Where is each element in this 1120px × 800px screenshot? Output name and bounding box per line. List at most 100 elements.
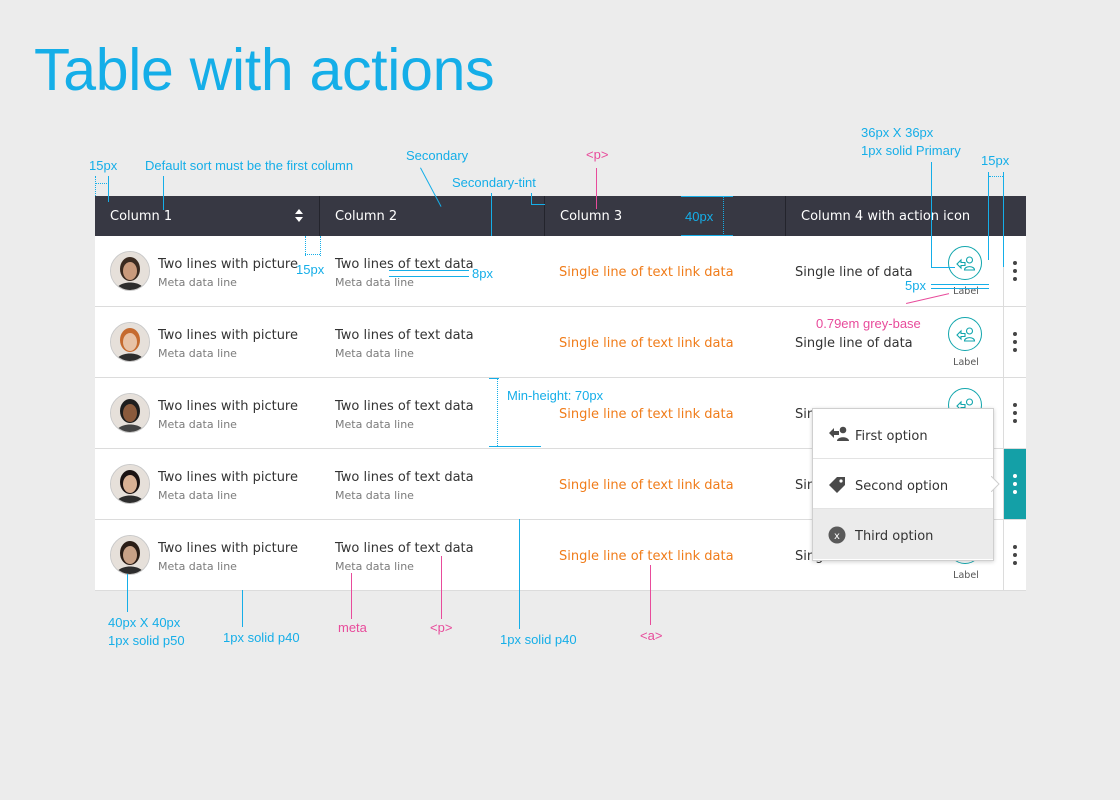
annotation-leader: [127, 574, 128, 612]
row-actions-menu: First option Second option x Third optio…: [812, 408, 994, 561]
avatar: [110, 393, 150, 433]
meta-text: Meta data line: [335, 276, 414, 289]
menu-item-second-option[interactable]: Second option: [813, 459, 993, 509]
annotation-leader: [519, 519, 520, 629]
primary-text: Two lines with picture: [158, 399, 298, 414]
avatar: [110, 251, 150, 291]
cell-more: [1004, 307, 1026, 377]
annotation-leader: [489, 378, 499, 379]
share-user-action-button[interactable]: [948, 246, 982, 280]
annotation-dim-line: [95, 176, 96, 196]
cell-column-2: Two lines of text data Meta data line: [320, 378, 545, 448]
table-header: Column 1 Column 2 Column 3 Column 4 with…: [95, 196, 1026, 236]
annotation-leader: [988, 172, 989, 260]
cell-column-3: Single line of text link data: [545, 236, 785, 306]
menu-item-first-option[interactable]: First option: [813, 409, 993, 459]
annotation-leader: [389, 270, 469, 271]
primary-text: Two lines of text data: [335, 470, 474, 485]
annotation-leader: [489, 446, 541, 447]
annotation-leader: [931, 284, 989, 285]
primary-text: Two lines of text data: [335, 257, 474, 272]
tag-icon: [828, 476, 846, 498]
annotation-1px-solid-primary: 1px solid Primary: [861, 143, 961, 158]
annotation-leader: [531, 204, 545, 205]
avatar: [110, 464, 150, 504]
meta-text: Meta data line: [158, 418, 237, 431]
table-row[interactable]: Two lines with picture Meta data line Tw…: [95, 307, 1026, 378]
menu-item-label: Second option: [855, 479, 949, 494]
menu-item-label: First option: [855, 429, 928, 444]
cell-column-1: Two lines with picture Meta data line: [95, 449, 320, 519]
single-line-text: Single line of data: [795, 336, 913, 351]
annotation-leader: [242, 590, 243, 627]
annotation-40px-header: 40px: [685, 209, 714, 224]
meta-text: Meta data line: [335, 347, 414, 360]
cell-column-2: Two lines of text data Meta data line: [320, 307, 545, 377]
primary-text: Two lines with picture: [158, 470, 298, 485]
primary-text: Two lines of text data: [335, 399, 474, 414]
single-line-text: Single line of data: [795, 265, 913, 280]
meta-text: Meta data line: [158, 276, 237, 289]
column-header-4[interactable]: Column 4 with action icon: [786, 196, 1026, 236]
text-link[interactable]: Single line of text link data: [559, 407, 734, 422]
cell-column-2: Two lines of text data Meta data line: [320, 449, 545, 519]
annotation-15px-right: 15px: [981, 153, 1010, 168]
sort-icon[interactable]: [295, 209, 303, 223]
share-user-icon: [956, 256, 976, 271]
cell-column-1: Two lines with picture Meta data line: [95, 236, 320, 306]
more-vertical-icon[interactable]: [1004, 449, 1026, 519]
annotation-15px-col-padding: 15px: [296, 262, 325, 277]
annotation-secondary-tint: Secondary-tint: [452, 175, 536, 190]
text-link[interactable]: Single line of text link data: [559, 549, 734, 564]
share-user-action-button[interactable]: [948, 317, 982, 351]
column-header-label: Column 3: [560, 209, 623, 224]
cell-column-2: Two lines of text data Meta data line: [320, 236, 545, 306]
cell-column-1: Two lines with picture Meta data line: [95, 378, 320, 448]
annotation-leader: [108, 176, 109, 202]
share-user-icon: [956, 327, 976, 342]
annotation-leader: [681, 196, 733, 197]
annotation-dim-line: [305, 254, 320, 255]
cell-column-3: Single line of text link data: [545, 307, 785, 377]
cell-column-4: Single line of data Label: [785, 236, 1004, 306]
annotation-leader: [650, 565, 651, 625]
avatar: [110, 322, 150, 362]
action-label: Label: [953, 357, 979, 368]
more-vertical-icon[interactable]: [1004, 520, 1026, 590]
annotation-dim-line: [305, 236, 306, 256]
annotation-leader: [389, 276, 469, 277]
action-label: Label: [953, 286, 979, 297]
annotation-leader: [531, 193, 532, 204]
column-header-1[interactable]: Column 1: [95, 196, 320, 236]
text-link[interactable]: Single line of text link data: [559, 478, 734, 493]
meta-text: Meta data line: [335, 418, 414, 431]
column-header-3[interactable]: Column 3: [545, 196, 786, 236]
more-vertical-icon[interactable]: [1004, 236, 1026, 306]
annotation-default-sort: Default sort must be the first column: [145, 158, 354, 173]
more-vertical-icon[interactable]: [1004, 307, 1026, 377]
cell-column-1: Two lines with picture Meta data line: [95, 520, 320, 590]
primary-text: Two lines of text data: [335, 328, 474, 343]
annotation-leader: [596, 168, 597, 209]
annotation-leader: [351, 573, 352, 619]
cell-more: [1004, 520, 1026, 590]
annotation-leader: [681, 235, 733, 236]
annotation-a-tag: <a>: [640, 628, 663, 643]
annotation-p-tag-header: <p>: [586, 147, 609, 162]
column-header-2[interactable]: Column 2: [320, 196, 545, 236]
text-link[interactable]: Single line of text link data: [559, 336, 734, 351]
menu-item-third-option[interactable]: x Third option: [813, 509, 993, 559]
close-circle-icon: x: [828, 526, 846, 548]
cell-column-2: Two lines of text data Meta data line: [320, 520, 545, 590]
action-label: Label: [953, 570, 979, 581]
text-link[interactable]: Single line of text link data: [559, 265, 734, 280]
table-row[interactable]: Two lines with picture Meta data line Tw…: [95, 236, 1026, 307]
annotation-40px-avatar: 40px X 40px: [108, 615, 181, 630]
more-vertical-icon[interactable]: [1004, 378, 1026, 448]
annotation-leader: [163, 176, 164, 210]
meta-text: Meta data line: [335, 489, 414, 502]
meta-text: Meta data line: [335, 560, 414, 573]
column-header-label: Column 1: [110, 209, 173, 224]
column-header-label: Column 4 with action icon: [801, 209, 971, 224]
primary-text: Two lines with picture: [158, 257, 298, 272]
